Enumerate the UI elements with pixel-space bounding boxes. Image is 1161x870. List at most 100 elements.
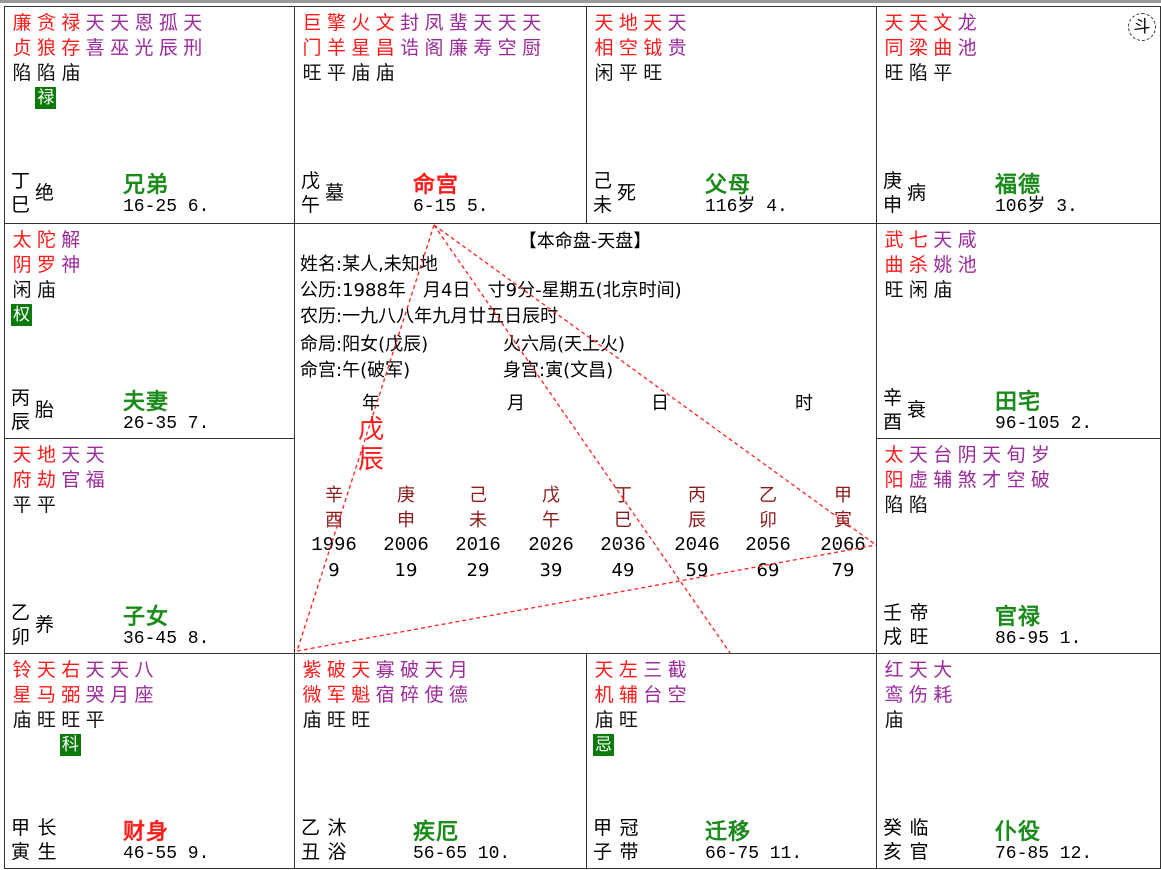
dou-icon: 斗 [1128, 13, 1156, 41]
star: 破碎 [400, 659, 420, 706]
brightness-label: 旺 [643, 62, 663, 84]
changsheng-stage: 养 [35, 614, 55, 636]
brightness-label: 庙 [302, 709, 322, 731]
star: 廉贞 [12, 12, 32, 59]
palace-name: 财身 [123, 819, 170, 845]
decade-range: 16-25 6. [123, 197, 210, 217]
star: 天喜 [85, 12, 105, 59]
star: 岁破 [1030, 444, 1050, 491]
changsheng-stage: 临官 [909, 817, 929, 863]
brightness-label: 旺 [36, 709, 56, 731]
star: 凤阁 [424, 12, 444, 59]
pillar-header-day: 日 [651, 393, 669, 414]
brightness-label: 闲 [908, 279, 928, 301]
earthly-branch: 戌 [883, 626, 903, 648]
brightness-label: 平 [85, 709, 105, 731]
star: 文曲 [933, 12, 953, 59]
star: 文昌 [375, 12, 395, 59]
star: 天哭 [85, 659, 105, 706]
star: 月德 [448, 659, 468, 706]
decade-branch: 酉 [325, 510, 343, 531]
heavenly-stem: 己 [593, 170, 613, 192]
star: 恩光 [134, 12, 154, 59]
star: 禄存 [61, 12, 81, 59]
star: 武曲 [884, 229, 904, 276]
decade-stem: 丁 [614, 485, 632, 506]
star: 寡宿 [375, 659, 395, 706]
earthly-branch: 寅 [11, 841, 31, 863]
decade-range: 76-85 12. [995, 844, 1093, 864]
brightness-label: 平 [12, 494, 32, 516]
brightness-label: 闲 [594, 62, 614, 84]
decade-stem: 己 [469, 485, 487, 506]
decade-stem: 庚 [397, 485, 415, 506]
decade-age: 59 [685, 560, 709, 581]
earthly-branch: 酉 [883, 411, 903, 433]
star: 太阴 [12, 229, 32, 276]
decade-range: 116岁 4. [705, 197, 788, 217]
star: 火星 [351, 12, 371, 59]
heavenly-stem: 丙 [11, 387, 31, 409]
star: 天虚 [908, 444, 928, 491]
palace-name: 仆役 [995, 819, 1042, 845]
decade-age: 9 [328, 560, 340, 581]
star: 阴煞 [957, 444, 977, 491]
star: 左辅 [618, 659, 638, 706]
star: 龙池 [957, 12, 977, 59]
brightness-label: 庙 [61, 62, 81, 84]
star: 八座 [134, 659, 154, 706]
decade-branch: 午 [542, 510, 560, 531]
decade-range: 106岁 3. [995, 197, 1078, 217]
brightness-label: 平 [618, 62, 638, 84]
chart-title: 【本命盘-天盘】 [518, 231, 652, 252]
star: 台辅 [933, 444, 953, 491]
decade-branch: 未 [469, 510, 487, 531]
decade-branch: 申 [397, 510, 415, 531]
heavenly-stem: 癸 [883, 817, 903, 839]
year-pillar-branch: 辰 [357, 445, 384, 475]
star: 天钺 [643, 12, 663, 59]
star: 天巫 [110, 12, 130, 59]
star: 地劫 [36, 444, 56, 491]
star: 铃星 [12, 659, 32, 706]
star: 天梁 [908, 12, 928, 59]
heavenly-stem: 辛 [883, 387, 903, 409]
brightness-label: 陷 [884, 494, 904, 516]
changsheng-stage: 病 [907, 182, 927, 204]
decade-age: 29 [466, 560, 490, 581]
earthly-branch: 辰 [11, 411, 31, 433]
decade-year: 2036 [600, 534, 646, 556]
star: 天福 [85, 444, 105, 491]
ju-line: 命局:阳女(戊辰) [300, 334, 429, 355]
changsheng-stage: 冠带 [619, 817, 639, 863]
decade-stem: 戊 [542, 485, 560, 506]
star: 封诰 [400, 12, 420, 59]
heavenly-stem: 丁 [11, 170, 31, 192]
brightness-label: 旺 [884, 62, 904, 84]
star: 陀罗 [36, 229, 56, 276]
star: 天寿 [473, 12, 493, 59]
star: 天刑 [183, 12, 203, 59]
earthly-branch: 巳 [11, 194, 31, 216]
star: 大耗 [933, 659, 953, 706]
palace-name: 命宫 [413, 172, 460, 198]
star: 蜚廉 [448, 12, 468, 59]
brightness-label: 陷 [908, 494, 928, 516]
decade-branch: 辰 [688, 510, 706, 531]
decade-branch: 巳 [614, 510, 632, 531]
star: 天才 [982, 444, 1002, 491]
